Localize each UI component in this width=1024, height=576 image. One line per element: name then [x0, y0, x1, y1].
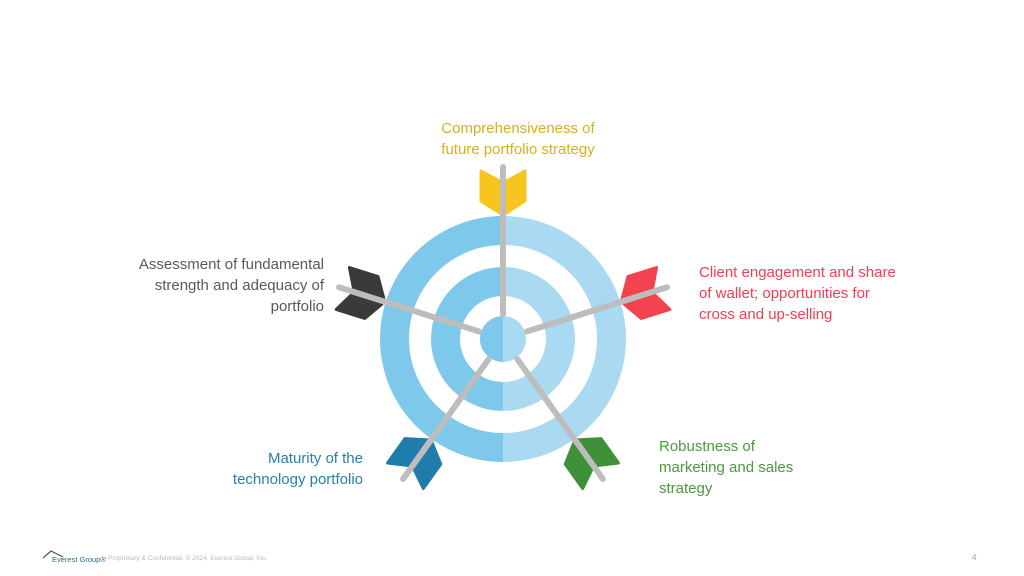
footer: Everest Group® Proprietary & Confidentia…: [0, 545, 1024, 570]
label-technology-maturity: Maturity of the technology portfolio: [232, 450, 363, 488]
label-client-engagement: Client engagement and share of wallet; o…: [699, 264, 896, 323]
label-fundamental-strength: Assessment of fundamental strength and a…: [138, 256, 324, 315]
arrow-left: [334, 265, 483, 335]
arrow-shaft-bottom-left: [400, 356, 492, 483]
target-board: [380, 216, 626, 462]
label-marketing-sales: Robustness of marketing and sales strate…: [659, 438, 794, 497]
arrows-group: [334, 164, 672, 491]
everest-logo-icon: [42, 550, 64, 559]
arrow-right: [523, 265, 672, 335]
arrow-shaft-bottom-right: [514, 356, 606, 483]
arrow-bottom-right: [514, 356, 620, 491]
target-bullseye-right: [503, 316, 526, 362]
target-bullseye-left: [480, 316, 503, 362]
arrow-shaft-right: [523, 284, 671, 335]
company-logo-text: Everest Group®: [52, 555, 106, 564]
arrow-shaft-left: [335, 284, 483, 335]
arrow-top: [479, 164, 527, 317]
arrow-bottom-left: [386, 356, 492, 491]
label-portfolio-strategy: Comprehensiveness of future portfolio st…: [441, 120, 595, 158]
page-number: 4: [972, 553, 977, 562]
confidentiality-notice: Proprietary & Confidential. © 2024, Ever…: [108, 555, 268, 562]
